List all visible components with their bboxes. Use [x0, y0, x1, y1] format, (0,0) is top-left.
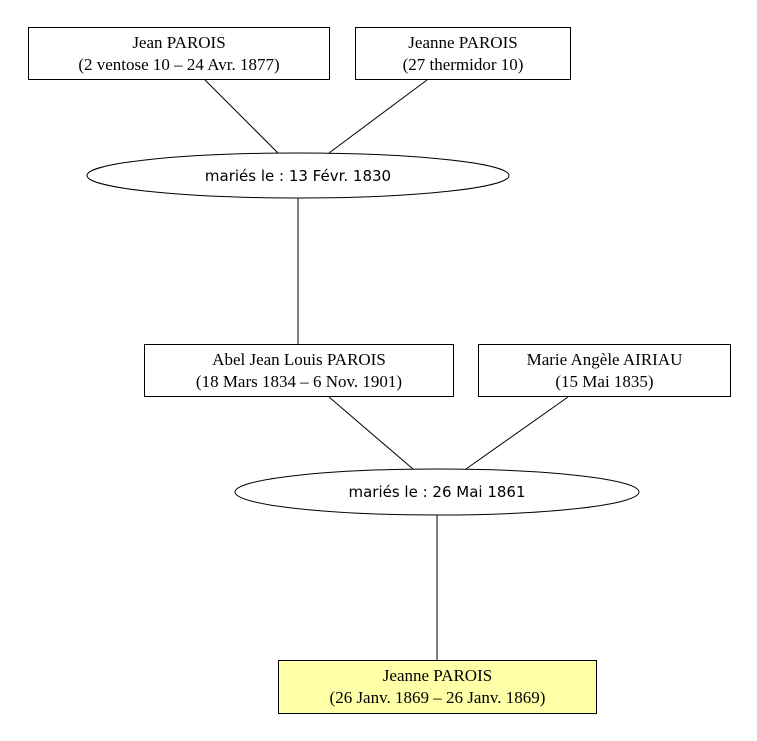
- edge-p4-u2: [465, 396, 569, 470]
- person-dates: (2 ventose 10 – 24 Avr. 1877): [78, 54, 280, 74]
- edge-p3-u2: [328, 396, 414, 470]
- person-box-jeanne-parois-elder: Jeanne PAROIS (27 thermidor 10): [355, 27, 571, 80]
- person-dates: (18 Mars 1834 – 6 Nov. 1901): [195, 371, 403, 391]
- union-label-2: mariés le : 26 Mai 1861: [348, 483, 526, 501]
- person-dates: (15 Mai 1835): [555, 371, 654, 391]
- union-label-1: mariés le : 13 Févr. 1830: [204, 166, 392, 185]
- person-dates: (26 Janv. 1869 – 26 Janv. 1869): [329, 688, 546, 707]
- edge-p2-u1: [328, 79, 428, 154]
- person-name: Marie Angèle AIRIAU: [526, 349, 683, 369]
- union-ellipse-1: [86, 152, 510, 199]
- person-name: Jeanne PAROIS: [408, 32, 518, 52]
- person-name: Jean PAROIS: [132, 32, 226, 52]
- person-box-jeanne-parois-focus: Jeanne PAROIS (26 Janv. 1869 – 26 Janv. …: [278, 660, 597, 714]
- person-box-jean-parois: Jean PAROIS (2 ventose 10 – 24 Avr. 1877…: [28, 27, 330, 80]
- person-dates: (27 thermidor 10): [402, 54, 524, 74]
- person-box-abel-jean-louis-parois: Abel Jean Louis PAROIS (18 Mars 1834 – 6…: [144, 344, 454, 397]
- edge-p1-u1: [204, 79, 279, 154]
- person-name: Jeanne PAROIS: [382, 666, 493, 685]
- person-box-marie-angele-airiau: Marie Angèle AIRIAU (15 Mai 1835): [478, 344, 731, 397]
- union-ellipse-2: [234, 468, 640, 516]
- person-name: Abel Jean Louis PAROIS: [212, 349, 386, 369]
